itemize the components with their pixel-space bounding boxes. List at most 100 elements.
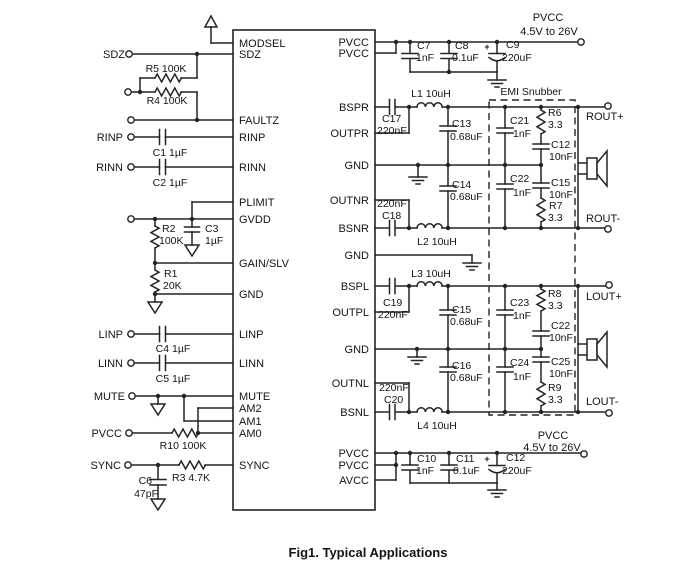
ground-icon <box>146 301 164 315</box>
label-linp: LINP <box>99 329 123 341</box>
label-pvcc-in: PVCC <box>91 428 122 440</box>
pin-rinn: RINN <box>239 162 266 174</box>
label-c23-name: C23 <box>510 297 529 309</box>
pin-gnd-r1: GND <box>345 160 370 172</box>
label-rinp: RINP <box>97 132 123 144</box>
resistor-r3 <box>177 459 207 471</box>
label-r9-name: R9 <box>548 382 562 394</box>
pin-bsnr: BSNR <box>338 223 369 235</box>
pin-gvdd: GVDD <box>239 214 271 226</box>
capacitor-c13 <box>439 125 457 132</box>
terminal-sdz <box>125 50 133 58</box>
label-c15s-name: C15 <box>551 177 570 189</box>
capacitor-c10 <box>401 464 419 471</box>
label-c15f-value: 0.68uF <box>450 316 483 328</box>
capacitor-c20 <box>388 403 396 421</box>
supply-arrow-icon <box>203 14 234 44</box>
pin-gnd-r3: GND <box>345 344 370 356</box>
resistor-r8 <box>535 287 547 313</box>
label-r9-value: 3.3 <box>548 394 563 406</box>
pin-linp: LINP <box>239 329 263 341</box>
speaker-icon <box>586 157 598 180</box>
label-r10: R10 100K <box>160 440 207 452</box>
label-c19-name: C19 <box>383 297 402 309</box>
pin-plimit: PLIMIT <box>239 197 275 209</box>
label-c15s-value: 10nF <box>549 189 573 201</box>
label-l1: L1 10uH <box>411 88 451 100</box>
resistor-r10 <box>170 427 200 439</box>
label-c10-name: C10 <box>417 453 436 465</box>
terminal-gvdd <box>127 215 135 223</box>
label-pvcc-bottom-range: 4.5V to 26V <box>523 442 581 454</box>
capacitor-c9-polarized <box>487 52 507 62</box>
wiring-right-channel <box>374 106 606 264</box>
terminal-rout-n <box>604 225 612 233</box>
label-pvcc-bottom: PVCC <box>538 430 569 442</box>
label-c17-name: C17 <box>382 113 401 125</box>
label-lout-n: LOUT- <box>586 396 619 408</box>
capacitor-c24 <box>496 366 514 373</box>
label-c25-name: C25 <box>551 356 570 368</box>
resistor-r1 <box>149 268 161 294</box>
capacitor-c16 <box>439 366 457 373</box>
terminal-pvcc-in <box>125 429 133 437</box>
label-c12b-value: 220uF <box>502 465 532 477</box>
pin-avcc: AVCC <box>339 475 369 487</box>
pin-faultz: FAULTZ <box>239 115 279 127</box>
terminal-mute <box>128 392 136 400</box>
pin-am1: AM1 <box>239 416 262 428</box>
capacitor-c18 <box>388 219 396 237</box>
ground-icon <box>183 244 201 258</box>
snubber-wiring <box>504 106 542 413</box>
pin-gainslv: GAIN/SLV <box>239 258 290 270</box>
label-r8-name: R8 <box>548 288 562 300</box>
label-c14-value: 0.68uF <box>450 191 483 203</box>
capacitor-c11 <box>440 464 458 471</box>
label-c22s-value: 1nF <box>513 187 531 199</box>
pin-sync: SYNC <box>239 460 270 472</box>
pin-bspr: BSPR <box>339 102 369 114</box>
pin-bsnl: BSNL <box>340 407 369 419</box>
capacitor-c23 <box>496 309 514 316</box>
label-c19-value: 220nF <box>378 309 408 321</box>
pin-pvcc-3: PVCC <box>338 448 369 460</box>
label-c20-value: 220nF <box>379 382 409 394</box>
label-pvcc-top: PVCC <box>533 12 564 24</box>
label-c11-value: 0.1uF <box>453 465 480 477</box>
terminal-sync <box>124 461 132 469</box>
label-r5: R5 100K <box>146 63 187 75</box>
pin-linn: LINN <box>239 358 264 370</box>
capacitor-c7 <box>401 52 419 60</box>
pin-rinp: RINP <box>239 132 265 144</box>
label-c4: C4 1µF <box>156 343 191 355</box>
label-c13-name: C13 <box>452 118 471 130</box>
resistor-r5 <box>153 72 183 84</box>
ground-earth-icon <box>487 79 507 88</box>
label-c6-value: 47pF <box>134 488 158 500</box>
label-c22b-name: C22 <box>551 320 570 332</box>
terminal-lout-p <box>605 281 613 289</box>
pin-outnr: OUTNR <box>330 195 369 207</box>
label-c22b-value: 10nF <box>549 332 573 344</box>
terminal-linp <box>127 330 135 338</box>
label-c7-name: C7 <box>417 40 431 52</box>
label-r1-value: 20K <box>163 280 182 292</box>
label-l2: L2 10uH <box>417 236 457 248</box>
terminal-rout-p <box>604 102 612 110</box>
terminal-node <box>124 88 132 96</box>
label-c3-name: C3 <box>205 223 219 235</box>
label-mute: MUTE <box>94 391 125 403</box>
pin-pvcc-2: PVCC <box>338 48 369 60</box>
speaker-icon <box>586 338 598 361</box>
label-c13-value: 0.68uF <box>450 131 483 143</box>
label-pvcc-top-range: 4.5V to 26V <box>520 26 578 38</box>
label-r3: R3 4.7K <box>172 472 210 484</box>
label-rinn: RINN <box>96 162 123 174</box>
pin-am0: AM0 <box>239 428 262 440</box>
label-r2-value: 100K <box>159 235 184 247</box>
ic-outline <box>232 29 376 511</box>
label-r7-value: 3.3 <box>548 212 563 224</box>
wiring-left-channel <box>374 285 607 413</box>
speaker-cone-icon <box>596 148 608 189</box>
label-c16-value: 0.68uF <box>450 372 483 384</box>
